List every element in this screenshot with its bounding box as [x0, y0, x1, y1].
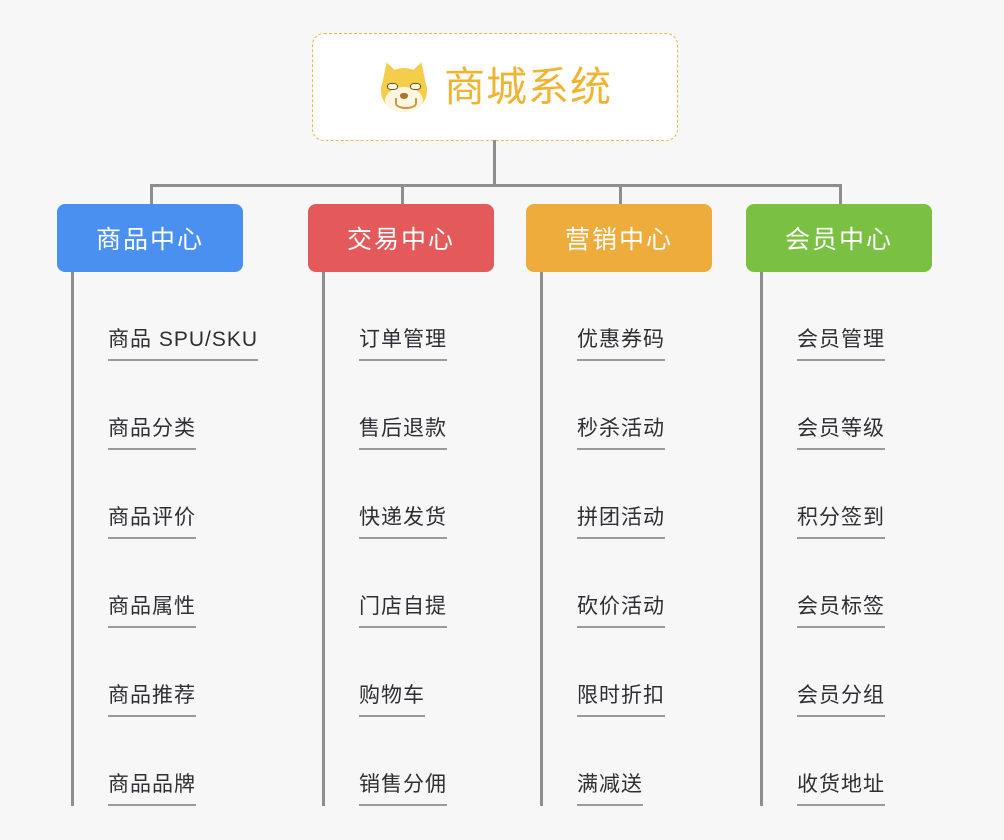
root-node-shopping-mall-system[interactable]: 商城系统	[312, 33, 678, 141]
leaf-item[interactable]: 商品属性	[74, 539, 243, 628]
leaf-item[interactable]: 购物车	[325, 628, 494, 717]
leaf-label: 商品属性	[108, 590, 196, 628]
leaf-item[interactable]: 快递发货	[325, 450, 494, 539]
leaf-label: 门店自提	[359, 590, 447, 628]
leaf-item[interactable]: 商品推荐	[74, 628, 243, 717]
connector-horizontal-bus	[150, 184, 840, 187]
leaf-label: 商品分类	[108, 412, 196, 450]
shiba-nose-icon	[400, 93, 408, 99]
connector-drop-column-4	[839, 184, 842, 206]
leaf-label: 售后退款	[359, 412, 447, 450]
leaf-label: 购物车	[359, 679, 425, 717]
leaf-label: 商品 SPU/SKU	[108, 323, 259, 361]
category-title-4: 会员中心	[784, 226, 893, 254]
shiba-eye-left-icon	[387, 83, 398, 90]
leaf-item[interactable]: 限时折扣	[543, 628, 712, 717]
branch-column-2: 交易中心 订单管理 售后退款 快递发货 门店自提 购物车 销售分佣	[308, 204, 494, 806]
leaf-label: 限时折扣	[577, 679, 665, 717]
connector-drop-column-2	[401, 184, 404, 206]
leaf-item[interactable]: 拼团活动	[543, 450, 712, 539]
category-box-4[interactable]: 会员中心	[746, 204, 932, 272]
shiba-dog-face-icon	[377, 59, 431, 113]
leaf-item[interactable]: 会员标签	[763, 539, 932, 628]
category-title-1: 商品中心	[95, 226, 204, 254]
category-box-3[interactable]: 营销中心	[526, 204, 712, 272]
leaf-item[interactable]: 会员等级	[763, 361, 932, 450]
branch-column-4: 会员中心 会员管理 会员等级 积分签到 会员标签 会员分组 收货地址	[746, 204, 932, 806]
leaf-item[interactable]: 会员管理	[763, 272, 932, 361]
root-node-title: 商城系统	[444, 63, 612, 110]
leaf-label: 商品推荐	[108, 679, 196, 717]
connector-drop-column-3	[619, 184, 622, 206]
leaf-label: 销售分佣	[359, 768, 447, 806]
leaf-item[interactable]: 商品 SPU/SKU	[74, 272, 259, 361]
leaf-label: 满减送	[577, 768, 643, 806]
leaf-item[interactable]: 秒杀活动	[543, 361, 712, 450]
leaf-item[interactable]: 商品评价	[74, 450, 243, 539]
shiba-mouth-icon	[395, 98, 417, 109]
leaf-label: 积分签到	[797, 501, 885, 539]
leaf-rail-1: 商品 SPU/SKU 商品分类 商品评价 商品属性 商品推荐 商品品牌	[71, 272, 259, 806]
connector-root-stem	[493, 140, 496, 186]
branch-column-3: 营销中心 优惠券码 秒杀活动 拼团活动 砍价活动 限时折扣 满减送	[526, 204, 712, 806]
leaf-rail-2: 订单管理 售后退款 快递发货 门店自提 购物车 销售分佣	[322, 272, 494, 806]
leaf-label: 商品评价	[108, 501, 196, 539]
category-title-3: 营销中心	[564, 226, 673, 254]
leaf-item[interactable]: 积分签到	[763, 450, 932, 539]
shiba-eye-right-icon	[410, 83, 421, 90]
leaf-label: 收货地址	[797, 768, 885, 806]
leaf-label: 会员标签	[797, 590, 885, 628]
shiba-head-icon	[381, 68, 427, 112]
leaf-item[interactable]: 满减送	[543, 717, 712, 806]
leaf-label: 订单管理	[359, 323, 447, 361]
leaf-rail-3: 优惠券码 秒杀活动 拼团活动 砍价活动 限时折扣 满减送	[540, 272, 712, 806]
leaf-item[interactable]: 售后退款	[325, 361, 494, 450]
leaf-rail-4: 会员管理 会员等级 积分签到 会员标签 会员分组 收货地址	[760, 272, 932, 806]
category-box-1[interactable]: 商品中心	[57, 204, 243, 272]
leaf-item[interactable]: 砍价活动	[543, 539, 712, 628]
leaf-item[interactable]: 会员分组	[763, 628, 932, 717]
connector-drop-column-1	[150, 184, 153, 206]
leaf-label: 会员等级	[797, 412, 885, 450]
leaf-label: 秒杀活动	[577, 412, 665, 450]
leaf-item[interactable]: 销售分佣	[325, 717, 494, 806]
leaf-label: 会员管理	[797, 323, 885, 361]
leaf-item[interactable]: 收货地址	[763, 717, 932, 806]
leaf-label: 优惠券码	[577, 323, 665, 361]
leaf-item[interactable]: 门店自提	[325, 539, 494, 628]
leaf-item[interactable]: 优惠券码	[543, 272, 712, 361]
category-title-2: 交易中心	[346, 226, 455, 254]
leaf-item[interactable]: 商品分类	[74, 361, 243, 450]
leaf-item[interactable]: 商品品牌	[74, 717, 243, 806]
leaf-label: 砍价活动	[577, 590, 665, 628]
leaf-label: 快递发货	[359, 501, 447, 539]
category-box-2[interactable]: 交易中心	[308, 204, 494, 272]
branch-column-1: 商品中心 商品 SPU/SKU 商品分类 商品评价 商品属性 商品推荐 商品品牌	[57, 204, 259, 806]
leaf-label: 商品品牌	[108, 768, 196, 806]
leaf-item[interactable]: 订单管理	[325, 272, 494, 361]
leaf-label: 拼团活动	[577, 501, 665, 539]
leaf-label: 会员分组	[797, 679, 885, 717]
